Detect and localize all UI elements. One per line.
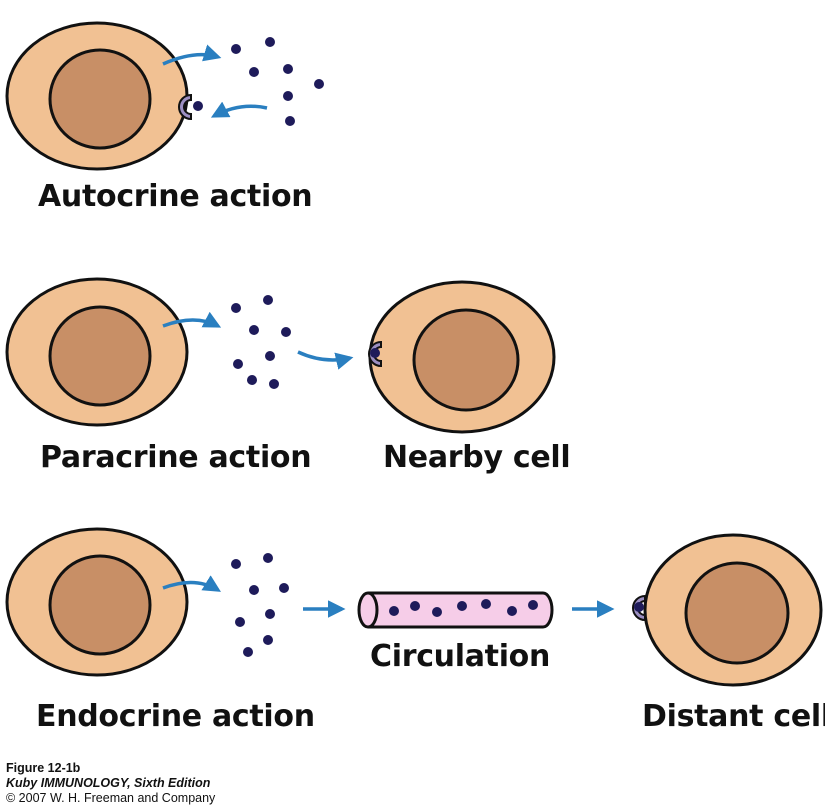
distant-cell xyxy=(643,533,823,687)
figure-number: Figure 12-1b xyxy=(6,761,81,775)
nearby-receptor xyxy=(368,340,382,368)
autocrine-binding-arrow xyxy=(210,101,268,118)
autocrine-secretion-arrow xyxy=(162,44,222,66)
paracrine-label: Paracrine action xyxy=(40,440,312,475)
autocrine-molecules xyxy=(231,37,324,126)
book-title: Kuby IMMUNOLOGY, Sixth Edition xyxy=(6,776,211,790)
nearby-cell xyxy=(368,280,556,434)
endocrine-secretion-arrow xyxy=(162,575,221,592)
copyright: © 2007 W. H. Freeman and Company xyxy=(6,791,216,805)
endocrine-cell xyxy=(5,527,189,677)
blood-vessel xyxy=(357,591,554,629)
paracrine-secretion-arrow xyxy=(162,311,222,328)
autocrine-cell xyxy=(5,21,189,171)
nearby-cell-label: Nearby cell xyxy=(383,440,571,475)
paracrine-arrow xyxy=(297,350,354,370)
distant-receptor xyxy=(632,594,646,622)
paracrine-cell xyxy=(5,277,189,427)
endocrine-label: Endocrine action xyxy=(36,699,315,734)
endocrine-molecules xyxy=(231,553,289,657)
distant-cell-label: Distant cell xyxy=(642,699,825,734)
autocrine-label: Autocrine action xyxy=(38,179,313,214)
paracrine-molecules xyxy=(231,295,291,389)
circulation-label: Circulation xyxy=(370,639,551,674)
autocrine-receptor xyxy=(178,93,203,121)
circulating-molecules xyxy=(389,599,538,617)
